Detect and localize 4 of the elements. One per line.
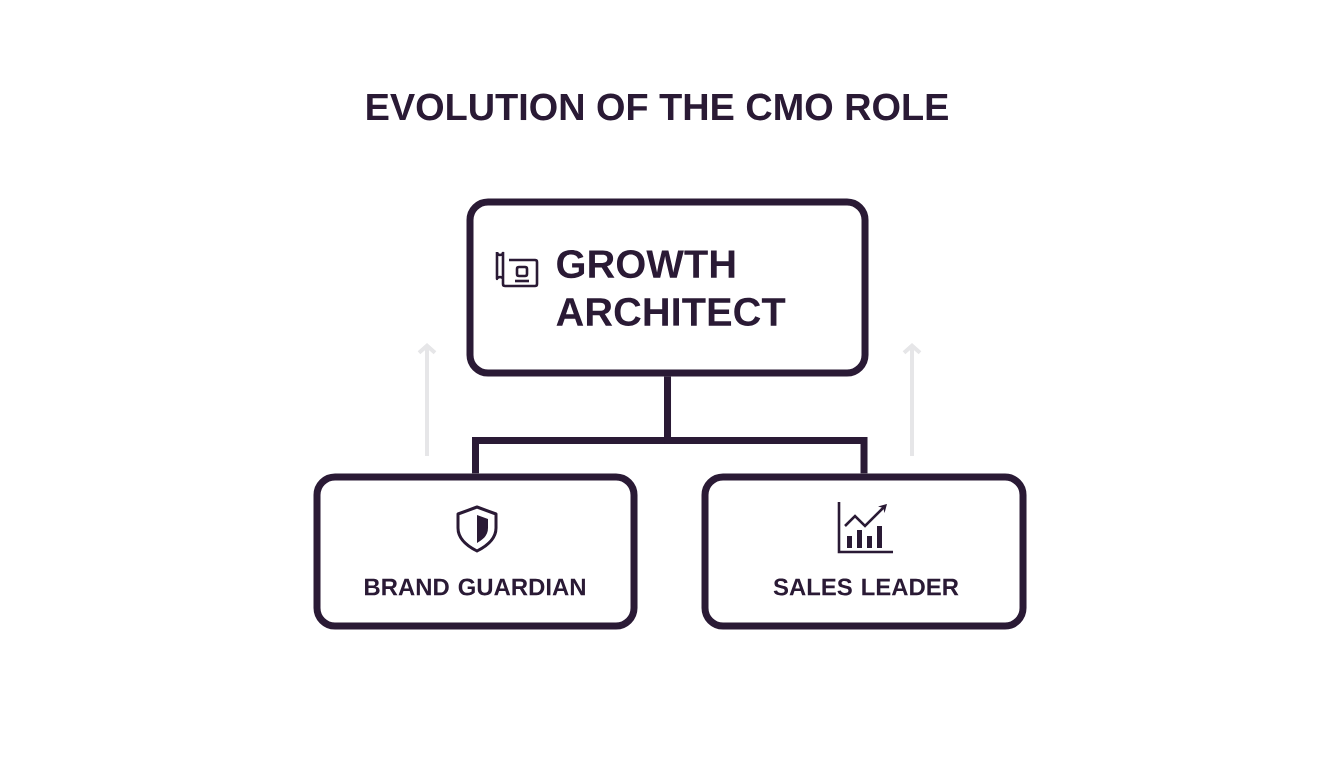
role-label: SALES LEADER <box>773 578 959 596</box>
role-label: GROWTH ARCHITECT <box>556 250 786 326</box>
role-label: BRAND GUARDIAN <box>365 578 585 596</box>
title: EVOLUTION OF THE CMO ROLE <box>367 93 948 121</box>
